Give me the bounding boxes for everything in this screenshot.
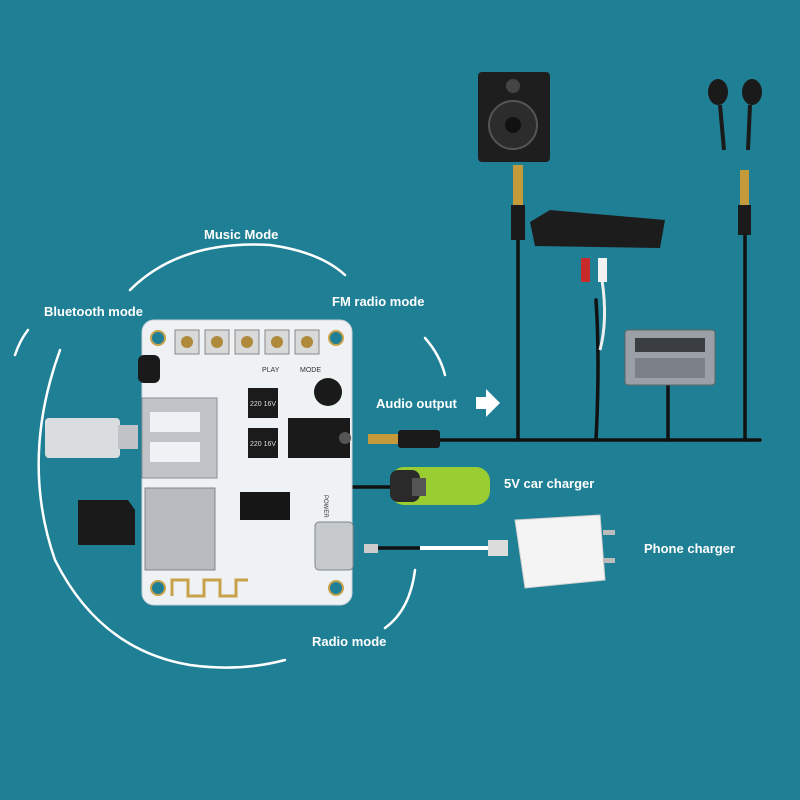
earbud-left-cable — [718, 104, 726, 151]
sd-card — [78, 500, 135, 545]
capacitor-1-label: 220 16V — [250, 401, 276, 408]
label-phone-charger: Phone charger — [644, 541, 736, 556]
speaker — [478, 72, 550, 240]
usb-c-plug — [364, 544, 378, 553]
earphone-plug — [740, 170, 749, 205]
main-chip — [240, 492, 290, 520]
button-3 — [234, 329, 260, 355]
usb-port-slot-2 — [150, 442, 200, 462]
amplifier — [530, 210, 665, 282]
earbud-right — [742, 79, 762, 105]
button-4-cap — [271, 336, 283, 348]
usb-port — [141, 397, 218, 479]
sd-card-slot — [144, 487, 216, 571]
earbud-right-cable — [746, 104, 752, 151]
rca-white-plug — [598, 258, 607, 282]
arc-right-top — [423, 336, 447, 377]
mount-hole-tr — [328, 330, 344, 346]
speaker-plug — [513, 165, 523, 205]
label-radio-mode: Radio mode — [312, 634, 387, 649]
label-fm-radio-mode: FM radio mode — [332, 294, 425, 309]
mount-hole-br — [328, 580, 344, 596]
microphone — [314, 378, 342, 406]
label-audio-output: Audio output — [376, 396, 457, 411]
mode-arcs — [13, 243, 447, 669]
earbud-left — [708, 79, 728, 105]
audio-output-plug — [368, 430, 440, 448]
usb-stick-connector — [118, 425, 138, 449]
phone-charger-usb — [488, 540, 508, 556]
arc-small-left — [13, 328, 30, 357]
car-charger — [390, 467, 490, 505]
speaker-tweeter — [506, 79, 520, 93]
capacitor-1 — [248, 388, 278, 418]
board-buttons — [174, 329, 320, 355]
capacitor-2 — [248, 428, 278, 458]
phone-charger-prong-1 — [603, 530, 615, 535]
rca-white-cable — [598, 279, 607, 351]
cables — [343, 228, 762, 550]
label-music-mode: Music Mode — [204, 227, 279, 242]
earphones — [708, 79, 762, 235]
cable-amplifier — [594, 298, 600, 442]
speaker-plug-body — [511, 205, 525, 240]
audio-plug-body — [398, 430, 440, 448]
board-label-mode: MODE — [300, 367, 321, 374]
rca-red-plug — [581, 258, 590, 282]
button-5-cap — [301, 336, 313, 348]
phone-charger-prong-2 — [603, 558, 615, 563]
power-label: POWER — [322, 495, 328, 518]
usb-port-slot — [150, 412, 200, 432]
arc-right-bottom — [383, 568, 417, 630]
car-radio — [624, 329, 716, 386]
mount-hole-bl — [150, 580, 166, 596]
board-label-play: PLAY — [262, 367, 280, 374]
ir-receiver — [138, 355, 160, 383]
audio-plug-tip — [368, 434, 398, 444]
audio-jack-hole — [339, 432, 351, 444]
usb-stick — [45, 418, 138, 458]
usb-stick-body — [45, 418, 120, 458]
arc-top — [128, 243, 347, 292]
car-radio-display — [635, 338, 705, 352]
bluetooth-board: PLAY MODE 220 16V 220 16V POWER — [138, 319, 354, 606]
label-bluetooth-mode: Bluetooth mode — [44, 304, 143, 319]
usb-c-port — [314, 521, 354, 571]
button-1-cap — [181, 336, 193, 348]
speaker-woofer-center — [505, 117, 521, 133]
right-arrow-shape — [476, 389, 500, 417]
mount-hole-tl — [150, 330, 166, 346]
button-3-cap — [241, 336, 253, 348]
capacitor-2-label: 220 16V — [250, 441, 276, 448]
car-radio-panel — [635, 358, 705, 378]
car-charger-usb — [412, 478, 426, 496]
label-car-charger: 5V car charger — [504, 476, 595, 491]
right-arrow-icon — [476, 389, 500, 417]
earphone-plug-body — [738, 205, 751, 235]
bluetooth-antenna — [170, 578, 248, 598]
button-2-cap — [211, 336, 223, 348]
phone-charger-body — [514, 514, 606, 589]
phone-charger — [364, 514, 615, 589]
arc-left — [37, 348, 287, 669]
amplifier-body — [530, 210, 665, 248]
